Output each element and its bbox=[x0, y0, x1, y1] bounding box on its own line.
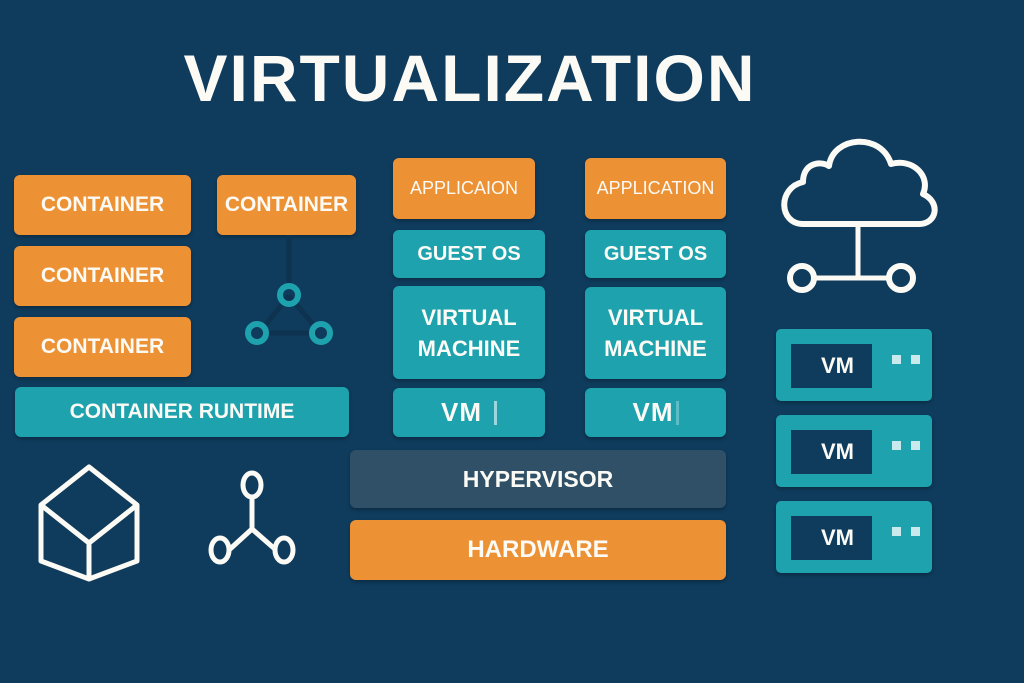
server-screen: VM bbox=[791, 516, 872, 560]
server-vm-3: VM bbox=[776, 501, 932, 573]
vm-label-box-2: VM bbox=[585, 388, 726, 437]
server-screen: VM bbox=[791, 430, 872, 474]
network-nodes-icon bbox=[208, 470, 296, 565]
vm-text-line1: VIRTUAL bbox=[421, 304, 517, 330]
server-vm-1: VM bbox=[776, 329, 932, 401]
application-box-2: APPLICATION bbox=[585, 158, 726, 219]
container-box-3: CONTAINER bbox=[14, 317, 191, 377]
vm-text-line1: VIRTUAL bbox=[607, 305, 704, 330]
virtual-machine-box-2: VIRTUAL MACHINE bbox=[585, 287, 726, 379]
vm-text-line2: MACHINE bbox=[417, 335, 521, 361]
led-icon bbox=[892, 441, 901, 450]
cursor-bar-icon bbox=[494, 400, 497, 425]
vm-label: VM bbox=[632, 397, 674, 427]
cloud-network-icon bbox=[781, 138, 938, 293]
container-box-1: CONTAINER bbox=[14, 175, 191, 235]
hypervisor-box: HYPERVISOR bbox=[350, 450, 726, 508]
led-icon bbox=[911, 527, 920, 536]
container-box-4: CONTAINER bbox=[217, 175, 356, 235]
container-runtime-box: CONTAINER RUNTIME bbox=[15, 387, 349, 437]
led-icon bbox=[892, 355, 901, 364]
vm-label-box-1: VM bbox=[393, 388, 545, 437]
server-vm-2: VM bbox=[776, 415, 932, 487]
virtual-machine-box-1: VIRTUAL MACHINE bbox=[393, 286, 545, 379]
cursor-bar-icon bbox=[675, 400, 679, 425]
led-icon bbox=[892, 527, 901, 536]
triangle-network-icon bbox=[245, 235, 333, 345]
guest-os-box-1: GUEST OS bbox=[393, 230, 545, 278]
cube-icon bbox=[38, 464, 140, 582]
vm-text-line2: MACHINE bbox=[604, 336, 707, 361]
guest-os-box-2: GUEST OS bbox=[585, 230, 726, 278]
led-icon bbox=[911, 355, 920, 364]
page-title: VIRTUALIZATION bbox=[183, 41, 757, 115]
vm-label: VM bbox=[441, 397, 482, 427]
led-icon bbox=[911, 441, 920, 450]
hardware-box: HARDWARE bbox=[350, 520, 726, 580]
container-box-2: CONTAINER bbox=[14, 246, 191, 306]
server-screen: VM bbox=[791, 344, 872, 388]
application-box-1: APPLICAION bbox=[393, 158, 535, 219]
